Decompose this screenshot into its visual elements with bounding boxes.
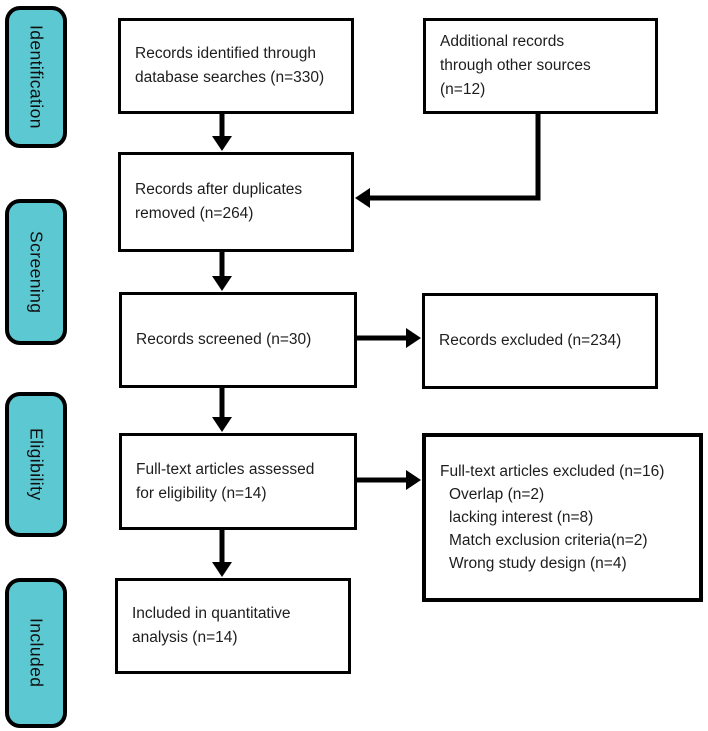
- box-text-line: Records after duplicates: [135, 181, 303, 198]
- stage-label: Eligibility: [26, 428, 47, 501]
- stage-identification: Identification: [5, 6, 67, 148]
- arrow-screened-to-excluded: [357, 328, 421, 348]
- stage-included: Included: [5, 578, 67, 728]
- box-text-line: Records excluded (n=234): [439, 332, 622, 349]
- box-text-line: for eligibility (n=14): [136, 484, 267, 502]
- box-records-identified: Records identified through database sear…: [118, 18, 354, 114]
- box-text-line: removed (n=264): [135, 205, 254, 222]
- arrow-duplicates-to-screened: [212, 252, 232, 291]
- box-fulltext-excluded: Full-text articles excluded (n=16) Overl…: [422, 433, 703, 602]
- exclusion-reason: lacking interest (n=8): [449, 509, 594, 526]
- box-text-line: analysis (n=14): [132, 629, 238, 646]
- box-duplicates-removed: Records after duplicates removed (n=264): [118, 152, 354, 252]
- box-text-line: database searches (n=330): [135, 69, 325, 86]
- exclusion-reason: Wrong study design (n=4): [449, 555, 627, 572]
- box-text-line: Included in quantitative: [132, 605, 291, 622]
- stage-screening: Screening: [5, 199, 67, 345]
- box-text-line: Records screened (n=30): [136, 331, 312, 348]
- arrow-fulltext-to-included: [212, 530, 232, 577]
- box-records-screened: Records screened (n=30): [119, 292, 357, 388]
- stage-label: Identification: [26, 25, 47, 129]
- box-text-line: through other sources: [440, 57, 591, 74]
- arrow-fulltext-to-fulltext-excluded: [357, 470, 421, 490]
- box-text-line: Full-text articles assessed: [136, 460, 315, 478]
- box-records-excluded: Records excluded (n=234): [422, 293, 658, 389]
- arrow-identified-to-duplicates: [212, 114, 232, 151]
- stage-label: Included: [26, 618, 47, 688]
- exclusion-reason: Match exclusion criteria(n=2): [449, 532, 648, 549]
- box-additional-records: Additional records through other sources…: [423, 18, 658, 114]
- arrow-screened-to-fulltext: [212, 388, 232, 432]
- box-text-line: Full-text articles excluded (n=16): [440, 463, 665, 480]
- arrow-additional-to-duplicates: [355, 114, 541, 208]
- stage-label: Screening: [26, 230, 47, 314]
- box-included-quantitative: Included in quantitative analysis (n=14): [115, 578, 351, 674]
- box-text-line: Additional records: [440, 33, 565, 50]
- exclusion-reason: Overlap (n=2): [449, 486, 545, 503]
- box-text-line: Records identified through: [135, 45, 316, 62]
- box-text-line: (n=12): [440, 81, 486, 98]
- stage-eligibility: Eligibility: [5, 392, 67, 537]
- box-fulltext-assessed: Full-text articles assessed for eligibil…: [119, 433, 357, 530]
